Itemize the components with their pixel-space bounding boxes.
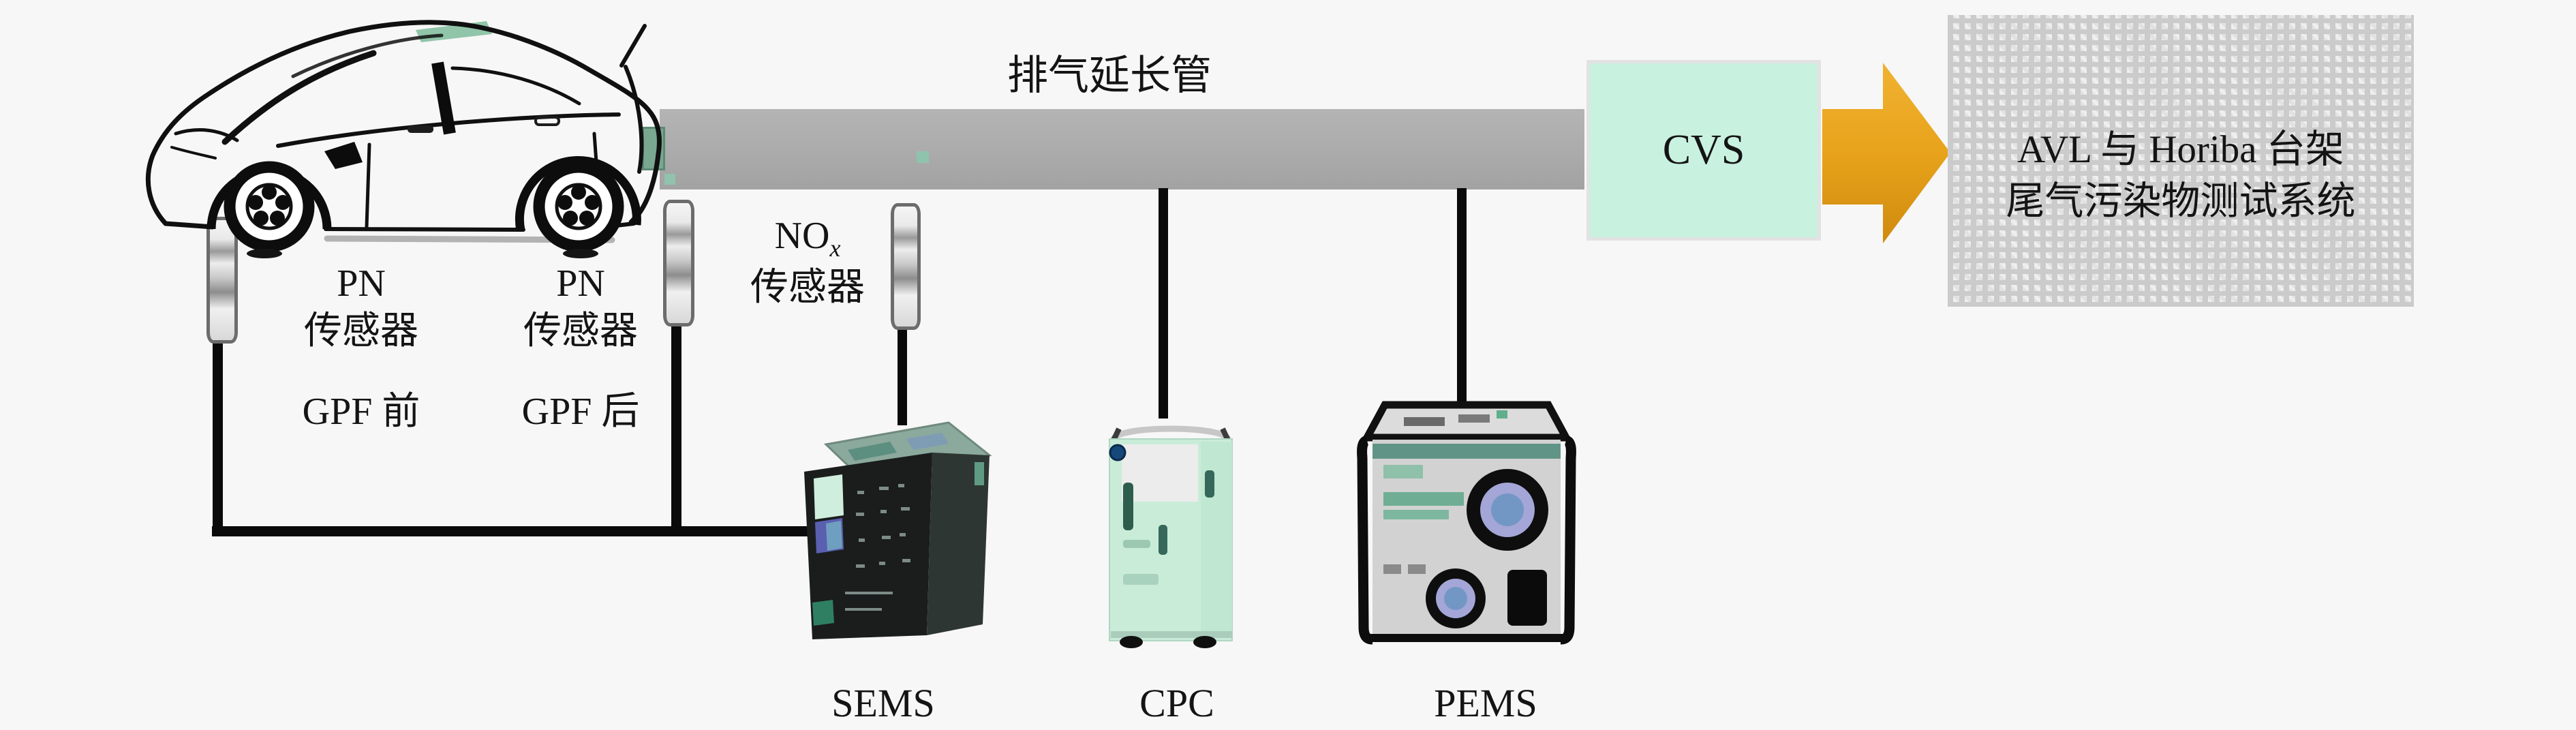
pems-label: PEMS [1434,681,1537,725]
pn-rear-title: PN [556,262,605,305]
sems-label: SEMS [831,681,935,725]
bench-system-label: AVL 与 Horiba 台架 尾气污染物测试系统 [1948,124,2414,228]
pn-front-sample-line [213,337,223,536]
pipe-sample-tap [664,174,675,185]
exhaust-pipe-label: 排气延长管 [1007,53,1212,98]
door-handle [534,116,560,126]
nox-sample-line [898,322,907,425]
sems-device [804,421,992,639]
pn-front-position: GPF 前 [302,391,420,433]
bench-line-1: AVL 与 Horiba 台架 [2017,128,2344,171]
roof-green-patch [416,21,492,42]
cpc-label: CPC [1139,681,1214,725]
pipe-sample-tap [917,151,929,163]
door-handle [408,125,433,133]
pn-sensor-front-probe [206,217,238,344]
pn-rear-position: GPF 后 [521,391,640,433]
pems-sample-line [1457,188,1467,405]
exhaust-extension-pipe [660,109,1584,189]
pn-rear-sample-line [671,318,681,536]
nox-title: NOx [774,215,841,262]
nox-subtitle: 传感器 [750,267,865,309]
side-mirror [324,142,363,169]
pems-device [1357,401,1576,645]
flow-arrow [1822,63,1950,243]
b-pillar [431,61,456,135]
cpc-device [1109,425,1233,648]
sensor-collect-line [212,526,809,536]
cvs-label: CVS [1662,127,1745,173]
nox-sensor-probe [891,203,921,330]
cpc-sample-line [1159,188,1168,419]
cvs-box: CVS [1586,60,1821,241]
pn-sensor-rear-probe [663,200,694,326]
bench-line-2: 尾气污染物测试系统 [2006,180,2356,223]
pn-front-subtitle: 传感器 [304,310,418,352]
tailpipe-connector [642,127,665,170]
pn-front-title: PN [337,262,386,305]
rear-wheel [515,156,641,258]
pn-rear-subtitle: 传感器 [523,310,638,352]
bench-system-box [1948,15,2414,307]
